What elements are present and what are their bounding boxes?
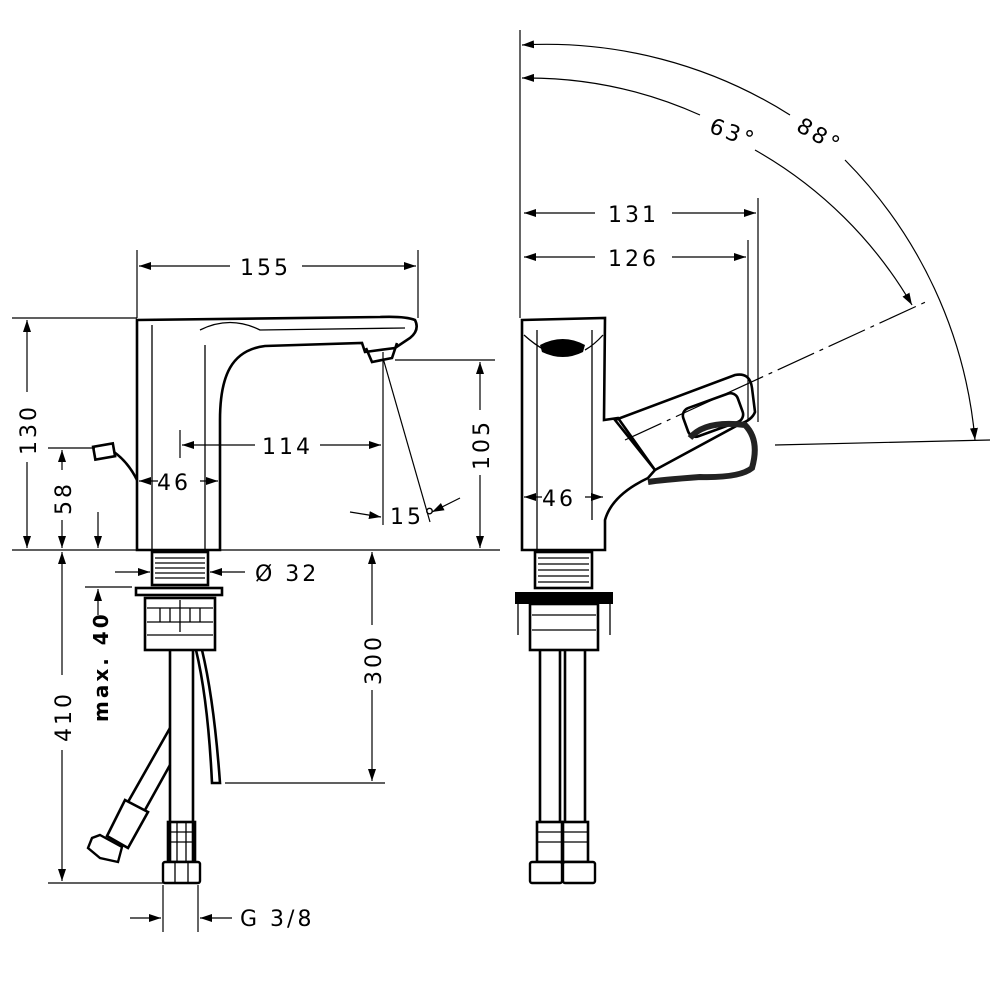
handle-opening bbox=[681, 391, 745, 439]
angled-hose bbox=[126, 727, 172, 811]
fitting-lines bbox=[168, 822, 195, 862]
dim-46-label: 46 bbox=[157, 471, 191, 496]
lever-axis-88 bbox=[774, 439, 991, 446]
aerator bbox=[364, 342, 399, 364]
arc-88-end bbox=[844, 159, 978, 441]
dim-32-label: Ø 32 bbox=[255, 562, 319, 587]
front-contour bbox=[523, 330, 604, 550]
nut-facets bbox=[174, 862, 189, 883]
dim-58-label: 58 bbox=[52, 481, 77, 515]
dim-300-label: 300 bbox=[362, 634, 387, 685]
nut-details bbox=[147, 600, 213, 636]
arc-88-start bbox=[521, 40, 791, 116]
dim-130-label: 130 bbox=[17, 404, 42, 455]
dim-131-label: 131 bbox=[608, 203, 659, 228]
dim-155-label: 155 bbox=[240, 256, 291, 281]
front-thread-lines bbox=[538, 557, 589, 583]
front-hoses bbox=[538, 650, 587, 822]
angled-hose-nut bbox=[86, 833, 124, 864]
front-shank bbox=[533, 550, 594, 590]
mounting-nut bbox=[143, 596, 217, 652]
dim-g38-label: G 3/8 bbox=[240, 907, 314, 932]
handle-position-alt bbox=[647, 420, 758, 485]
supply-hose bbox=[168, 650, 195, 862]
body-contour bbox=[151, 321, 406, 550]
dim-114-label: 114 bbox=[262, 435, 313, 460]
angle-arrow-right bbox=[431, 497, 461, 513]
spray-line bbox=[382, 357, 431, 523]
thread-lines bbox=[155, 557, 205, 579]
dim-410-label: 410 bbox=[52, 691, 77, 742]
front-washer bbox=[515, 592, 613, 604]
lever-axis-63 bbox=[624, 299, 931, 441]
sensor-cable bbox=[194, 649, 222, 785]
front-aerator bbox=[540, 339, 585, 357]
spray-angle-label: 15° bbox=[390, 505, 438, 530]
ext-g38 bbox=[162, 885, 199, 932]
front-nut-details bbox=[517, 604, 611, 635]
angled-hose-fitting bbox=[105, 798, 150, 850]
side-view: 155 130 58 46 114 105 15° bbox=[12, 250, 500, 932]
sensor-lever bbox=[91, 441, 117, 462]
front-nut-right bbox=[561, 860, 597, 885]
front-nut-left bbox=[528, 860, 564, 885]
threaded-shank bbox=[150, 550, 210, 587]
ext-130 bbox=[12, 317, 500, 551]
dim-105-label: 105 bbox=[470, 419, 495, 470]
arc-63-start bbox=[521, 73, 701, 116]
dim-46f-label: 46 bbox=[542, 487, 576, 512]
front-nut bbox=[528, 602, 600, 652]
front-fitting-lines bbox=[537, 831, 588, 843]
angle-arrow-left bbox=[349, 511, 382, 520]
angle-88-label: 88° bbox=[792, 114, 846, 160]
faucet-body bbox=[135, 315, 418, 552]
front-view: 131 126 63° 88° 46 bbox=[515, 30, 991, 885]
ext-114 bbox=[179, 352, 384, 525]
washer bbox=[134, 586, 224, 597]
dim-126-label: 126 bbox=[608, 247, 659, 272]
hose-nut bbox=[161, 860, 202, 885]
lever-cable bbox=[113, 450, 139, 481]
angle-63-label: 63° bbox=[706, 114, 760, 154]
ext-155 bbox=[136, 250, 419, 318]
dim-max40-label: max. 40 bbox=[89, 611, 113, 722]
arc-63-end bbox=[754, 149, 913, 306]
front-body bbox=[520, 316, 657, 552]
